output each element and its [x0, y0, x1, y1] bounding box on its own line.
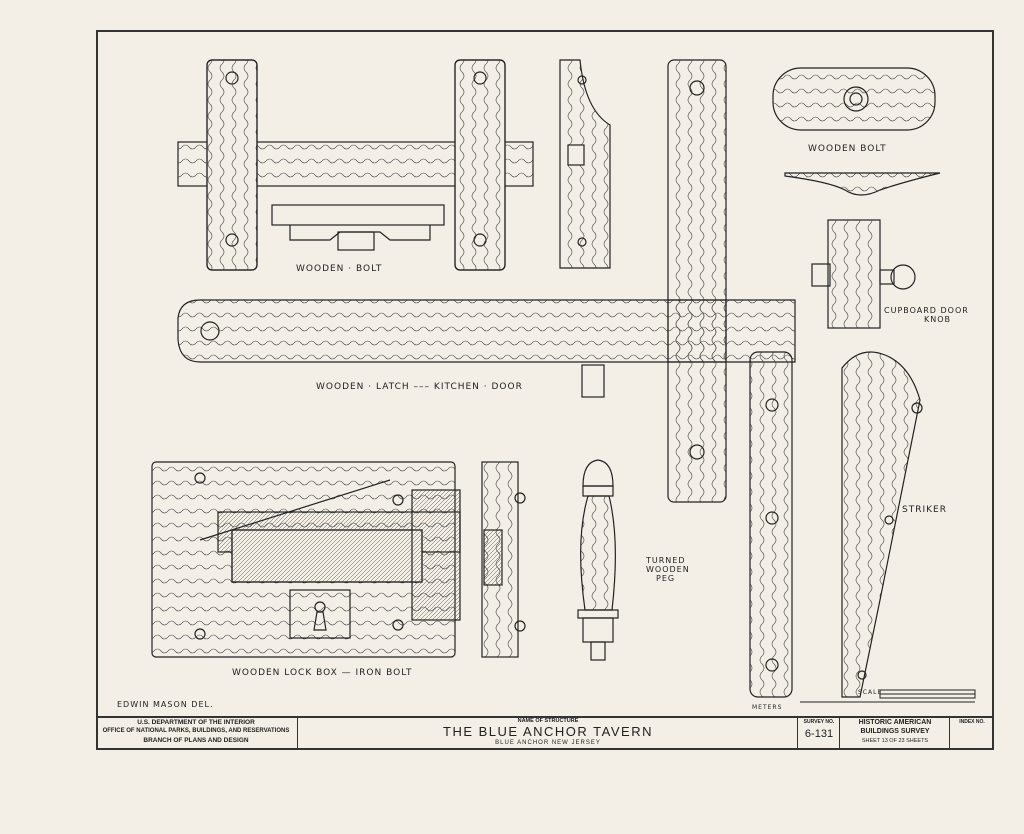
- label-peg-2: WOODEN: [646, 565, 690, 574]
- sheet-number: SHEET 13 OF 23 SHEETS: [861, 738, 929, 744]
- label-wooden-bolt-left: WOODEN · BOLT: [296, 264, 383, 274]
- title-block-index-cell: INDEX NO.: [950, 718, 994, 750]
- agency-line-3: BRANCH OF PLANS AND DESIGN: [143, 737, 249, 744]
- survey-number: 6-131: [804, 728, 834, 740]
- label-cupboard-knob-1: CUPBOARD DOOR: [884, 306, 969, 315]
- title-block-habs-cell: HISTORIC AMERICAN BUILDINGS SURVEY SHEET…: [840, 718, 950, 750]
- latch-lower-bar: [749, 351, 793, 698]
- structure-location: BLUE ANCHOR NEW JERSEY: [495, 740, 601, 746]
- title-block-structure-cell: NAME OF STRUCTURE THE BLUE ANCHOR TAVERN…: [298, 718, 798, 750]
- label-wooden-bolt-right: WOODEN BOLT: [808, 144, 887, 154]
- lock-box-side: [481, 461, 526, 658]
- label-meters: METERS: [752, 704, 783, 711]
- drawing-sheet-border: [96, 30, 994, 750]
- title-block-survey-cell: SURVEY NO. 6-131: [798, 718, 840, 750]
- agency-line-2: OFFICE OF NATIONAL PARKS, BUILDINGS, AND…: [102, 728, 290, 734]
- cupboard-knob: [811, 219, 916, 329]
- bolt-side-profile: [559, 59, 611, 269]
- habs-line-1: HISTORIC AMERICAN: [858, 719, 932, 726]
- structure-name: THE BLUE ANCHOR TAVERN: [443, 724, 653, 739]
- label-peg-3: PEG: [656, 574, 676, 583]
- striker: [841, 351, 923, 698]
- latch-vertical-bar: [667, 59, 727, 503]
- structure-caption: NAME OF STRUCTURE: [517, 718, 579, 724]
- title-block-agency-cell: U.S. DEPARTMENT OF THE INTERIOR OFFICE O…: [96, 718, 298, 750]
- agency-line-1: U.S. DEPARTMENT OF THE INTERIOR: [137, 719, 255, 726]
- habs-line-2: BUILDINGS SURVEY: [860, 728, 930, 735]
- wooden-latch-horizontal: [177, 299, 796, 398]
- label-lock-box: WOODEN LOCK BOX — IRON BOLT: [232, 668, 413, 678]
- wooden-bolt-left: [177, 59, 534, 271]
- label-draftsman: EDWIN MASON DEL.: [117, 700, 214, 709]
- wooden-lock-box: [151, 461, 461, 658]
- scale-bar: [800, 689, 976, 703]
- turned-wooden-peg: [577, 459, 619, 661]
- label-scale: SCALE: [858, 689, 883, 696]
- survey-caption: SURVEY NO.: [803, 719, 835, 725]
- title-block: U.S. DEPARTMENT OF THE INTERIOR OFFICE O…: [96, 716, 994, 750]
- label-striker: STRIKER: [902, 505, 947, 515]
- wooden-bolt-right: [772, 67, 941, 196]
- index-caption: INDEX NO.: [959, 719, 985, 725]
- label-cupboard-knob-2: KNOB: [924, 315, 952, 324]
- label-peg-1: TURNED: [646, 556, 686, 565]
- label-wooden-latch: WOODEN · LATCH ––– KITCHEN · DOOR: [316, 382, 523, 392]
